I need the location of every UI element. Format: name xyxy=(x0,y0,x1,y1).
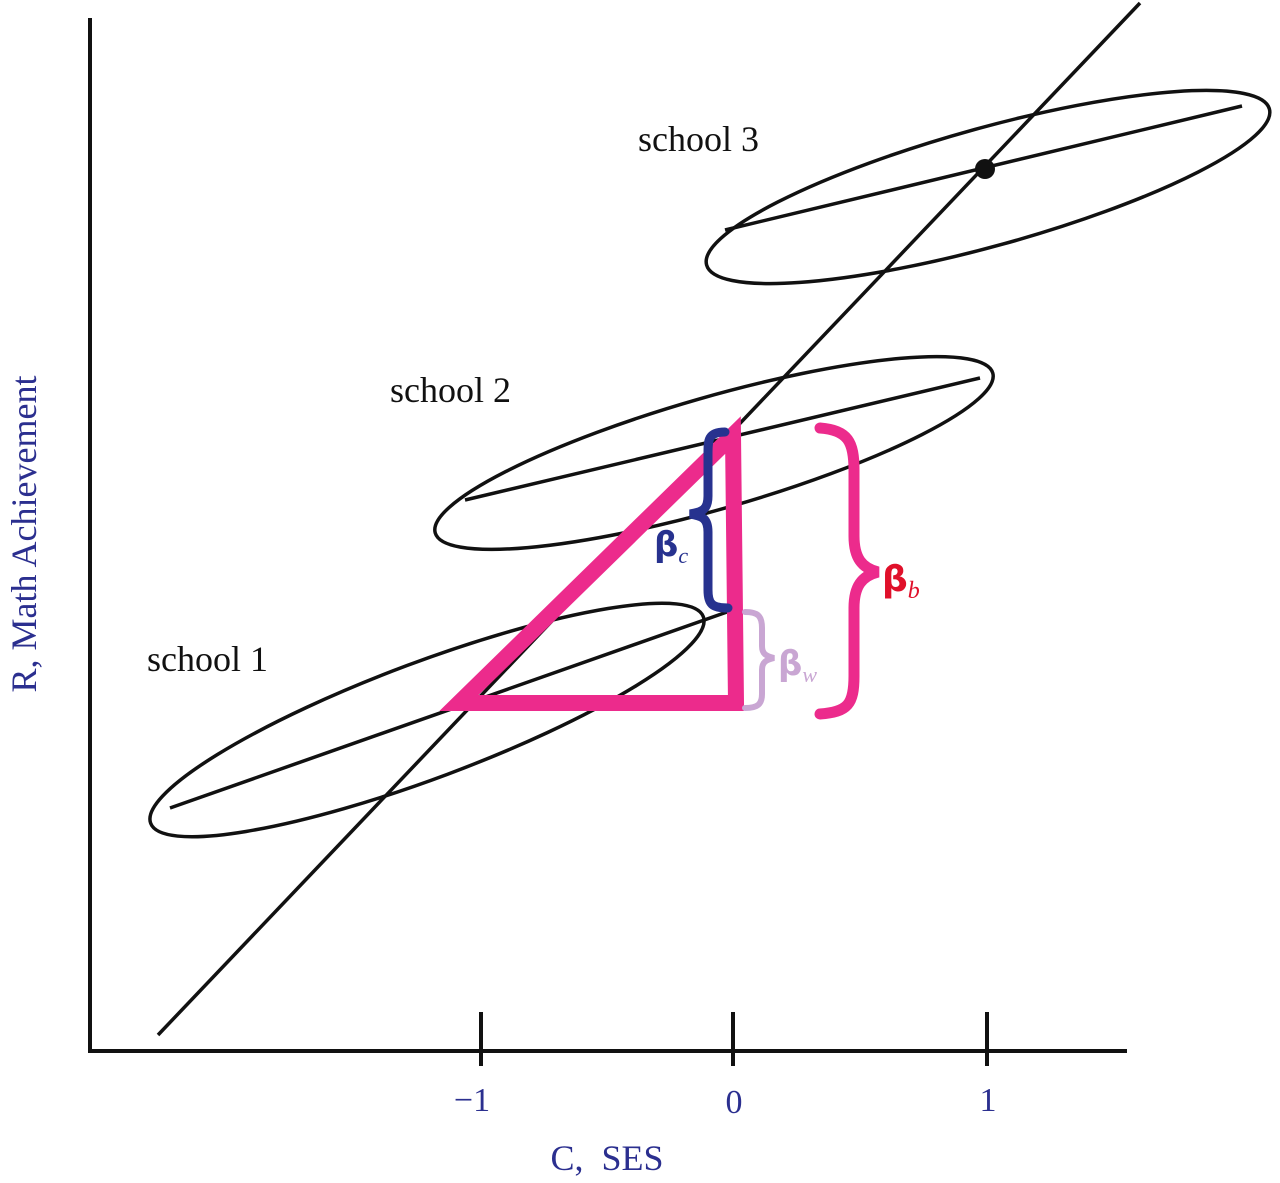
school-1-group xyxy=(148,601,728,839)
x-tick-label-0: 0 xyxy=(726,1084,743,1121)
x-tick-label-1: 1 xyxy=(980,1082,997,1119)
school-3-group xyxy=(704,88,1272,286)
beta-c-symbol: β xyxy=(654,525,678,565)
beta-b-subscript: b xyxy=(908,578,920,604)
x-axis-label: C, SES xyxy=(550,1138,663,1178)
beta-b-symbol: β xyxy=(882,559,908,600)
beta-w-subscript: w xyxy=(802,662,817,687)
beta-c-label: βc xyxy=(654,525,688,568)
school-2-label: school 2 xyxy=(390,370,511,410)
school-1-ellipse xyxy=(148,601,706,839)
x-tick-label-minus1: −1 xyxy=(454,1082,490,1119)
beta-w-symbol: β xyxy=(778,644,802,684)
beta-c-brace xyxy=(689,427,733,613)
school-3-ellipse xyxy=(704,88,1272,286)
school-1-label: school 1 xyxy=(147,639,268,679)
school-3-label: school 3 xyxy=(638,119,759,159)
y-axis-label: R, Math Achievement xyxy=(4,376,44,693)
slope-triangle xyxy=(439,416,745,711)
beta-b-label: βb xyxy=(882,559,920,604)
beta-w-brace xyxy=(742,609,775,711)
axes xyxy=(88,18,1127,1066)
school-3-mean-point xyxy=(975,159,995,179)
beta-b-brace xyxy=(814,422,880,720)
beta-c-subscript: c xyxy=(678,543,688,568)
beta-w-label: βw xyxy=(778,644,817,687)
